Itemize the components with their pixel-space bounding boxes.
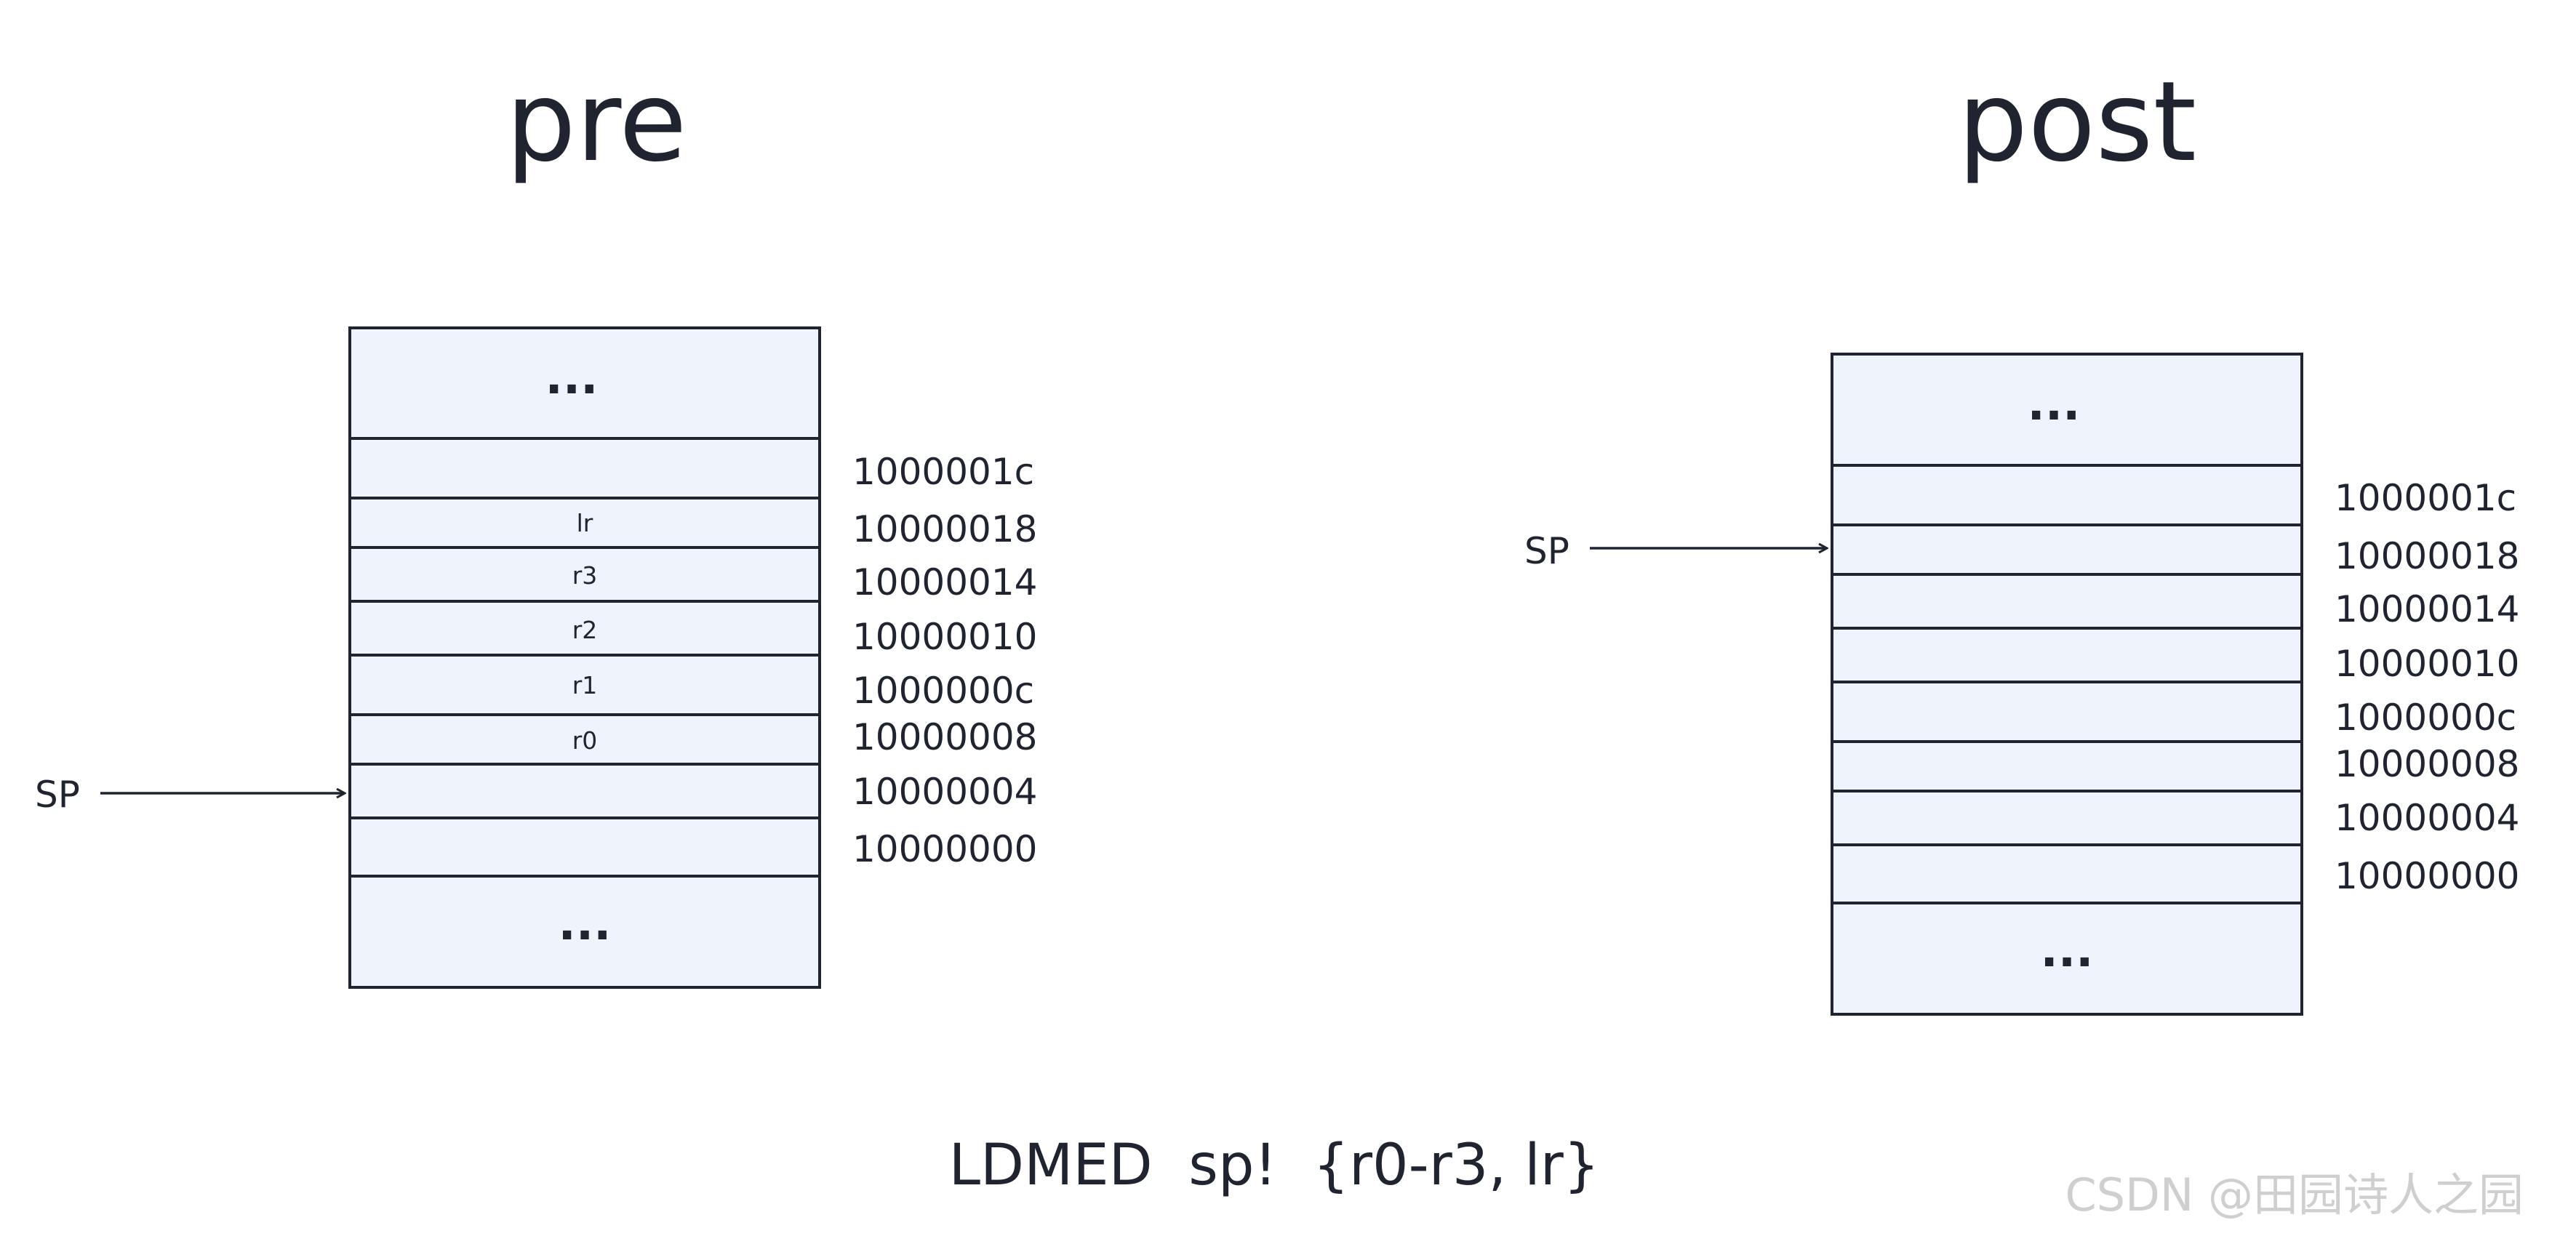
watermark: CSDN @田园诗人之园 bbox=[2065, 1168, 2524, 1221]
pre-address-1: 10000018 bbox=[852, 508, 1038, 550]
pre-cell-1 bbox=[348, 497, 821, 549]
post-cell-1 bbox=[1831, 523, 2303, 576]
post-panel: post ... ... 1000001c 10000018 10000014 … bbox=[1524, 57, 2520, 1016]
pre-top-ellipsis: ... bbox=[545, 351, 599, 405]
post-address-6: 10000004 bbox=[2335, 797, 2520, 839]
pre-cell-7 bbox=[348, 816, 821, 878]
post-address-5: 10000008 bbox=[2335, 743, 2520, 785]
pre-bottom-ellipsis: ... bbox=[559, 897, 612, 951]
pre-address-3: 10000010 bbox=[852, 616, 1038, 658]
pre-cell-label-r2: r2 bbox=[572, 616, 598, 644]
post-title: post bbox=[1958, 57, 2196, 186]
post-address-0: 1000001c bbox=[2335, 477, 2516, 519]
post-cell-3 bbox=[1831, 627, 2303, 683]
post-cell-7 bbox=[1831, 843, 2303, 904]
post-address-7: 10000000 bbox=[2335, 855, 2520, 897]
pre-cell-label-r1: r1 bbox=[572, 671, 598, 699]
pre-address-6: 10000004 bbox=[852, 771, 1038, 813]
pre-cell-0 bbox=[348, 437, 821, 499]
pre-address-2: 10000014 bbox=[852, 561, 1038, 603]
pre-address-7: 10000000 bbox=[852, 828, 1038, 870]
pre-address-0: 1000001c bbox=[852, 451, 1034, 493]
pre-address-5: 10000008 bbox=[852, 716, 1038, 758]
post-top-ellipsis: ... bbox=[2028, 377, 2081, 431]
pre-cell-3 bbox=[348, 600, 821, 657]
pre-cell-6 bbox=[348, 763, 821, 819]
post-cell-6 bbox=[1831, 790, 2303, 846]
pre-cell-label-lr: lr bbox=[577, 509, 593, 537]
post-address-1: 10000018 bbox=[2335, 535, 2520, 577]
post-bottom-ellipsis: ... bbox=[2041, 924, 2094, 978]
post-top-ellipsis-cell bbox=[1831, 353, 2303, 467]
pre-bottom-ellipsis-cell bbox=[348, 875, 821, 989]
post-cell-2 bbox=[1831, 573, 2303, 630]
post-bottom-ellipsis-cell bbox=[1831, 902, 2303, 1016]
post-sp-label: SP bbox=[1524, 530, 1569, 572]
pre-sp-label: SP bbox=[35, 774, 80, 816]
pre-address-4: 1000000c bbox=[852, 670, 1034, 712]
post-cell-0 bbox=[1831, 464, 2303, 526]
post-address-3: 10000010 bbox=[2335, 643, 2520, 685]
pre-title: pre bbox=[505, 57, 687, 186]
instruction-caption: LDMED sp! {r0-r3, lr} bbox=[949, 1133, 1600, 1198]
post-address-4: 1000000c bbox=[2335, 697, 2516, 739]
post-address-2: 10000014 bbox=[2335, 588, 2520, 630]
pre-cell-5 bbox=[348, 713, 821, 766]
pre-cell-label-r0: r0 bbox=[572, 726, 598, 755]
pre-top-ellipsis-cell bbox=[348, 326, 821, 440]
post-cell-4 bbox=[1831, 681, 2303, 743]
pre-panel: pre ... lr r3 r2 r1 r0 ... 1000001c 1000… bbox=[35, 57, 1038, 989]
post-cell-5 bbox=[1831, 740, 2303, 792]
pre-cell-label-r3: r3 bbox=[572, 561, 598, 590]
